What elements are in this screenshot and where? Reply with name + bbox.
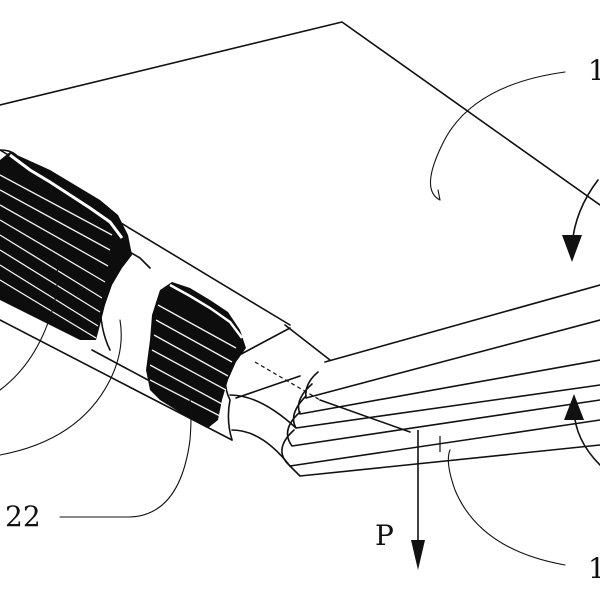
middle-gear	[146, 282, 246, 428]
axis-P	[254, 361, 441, 570]
arrow-down-icon	[411, 540, 425, 570]
rotation-arrows	[0, 71, 600, 566]
upper-plate	[0, 21, 600, 361]
label-22: 22	[5, 500, 41, 533]
left-gear	[0, 152, 132, 340]
stacked-panels	[229, 284, 600, 477]
label-bottom-right: 1	[588, 552, 600, 585]
label-P: P	[375, 519, 394, 552]
label-top-right: 1	[588, 54, 600, 87]
